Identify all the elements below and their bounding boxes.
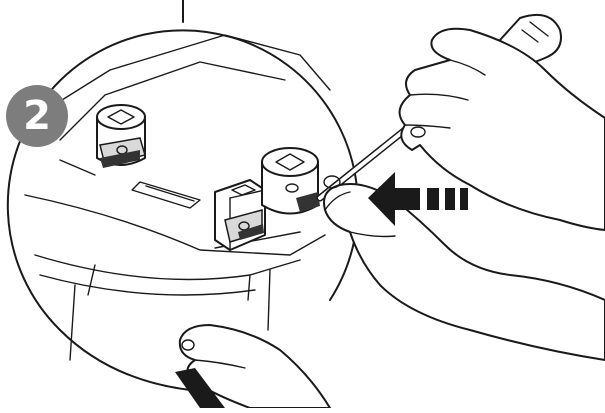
magnifier-circle <box>6 29 359 331</box>
magnifier-circle-lower <box>59 329 191 391</box>
center-square-clip <box>214 179 266 251</box>
left-hand <box>323 175 605 361</box>
right-clip-connector <box>261 147 320 215</box>
strap <box>175 368 225 408</box>
push-arrow-icon <box>368 172 468 226</box>
step-number-badge: 2 <box>6 85 68 147</box>
device-body <box>24 34 331 361</box>
left-clip-connector <box>96 104 146 168</box>
right-hand <box>398 27 605 231</box>
